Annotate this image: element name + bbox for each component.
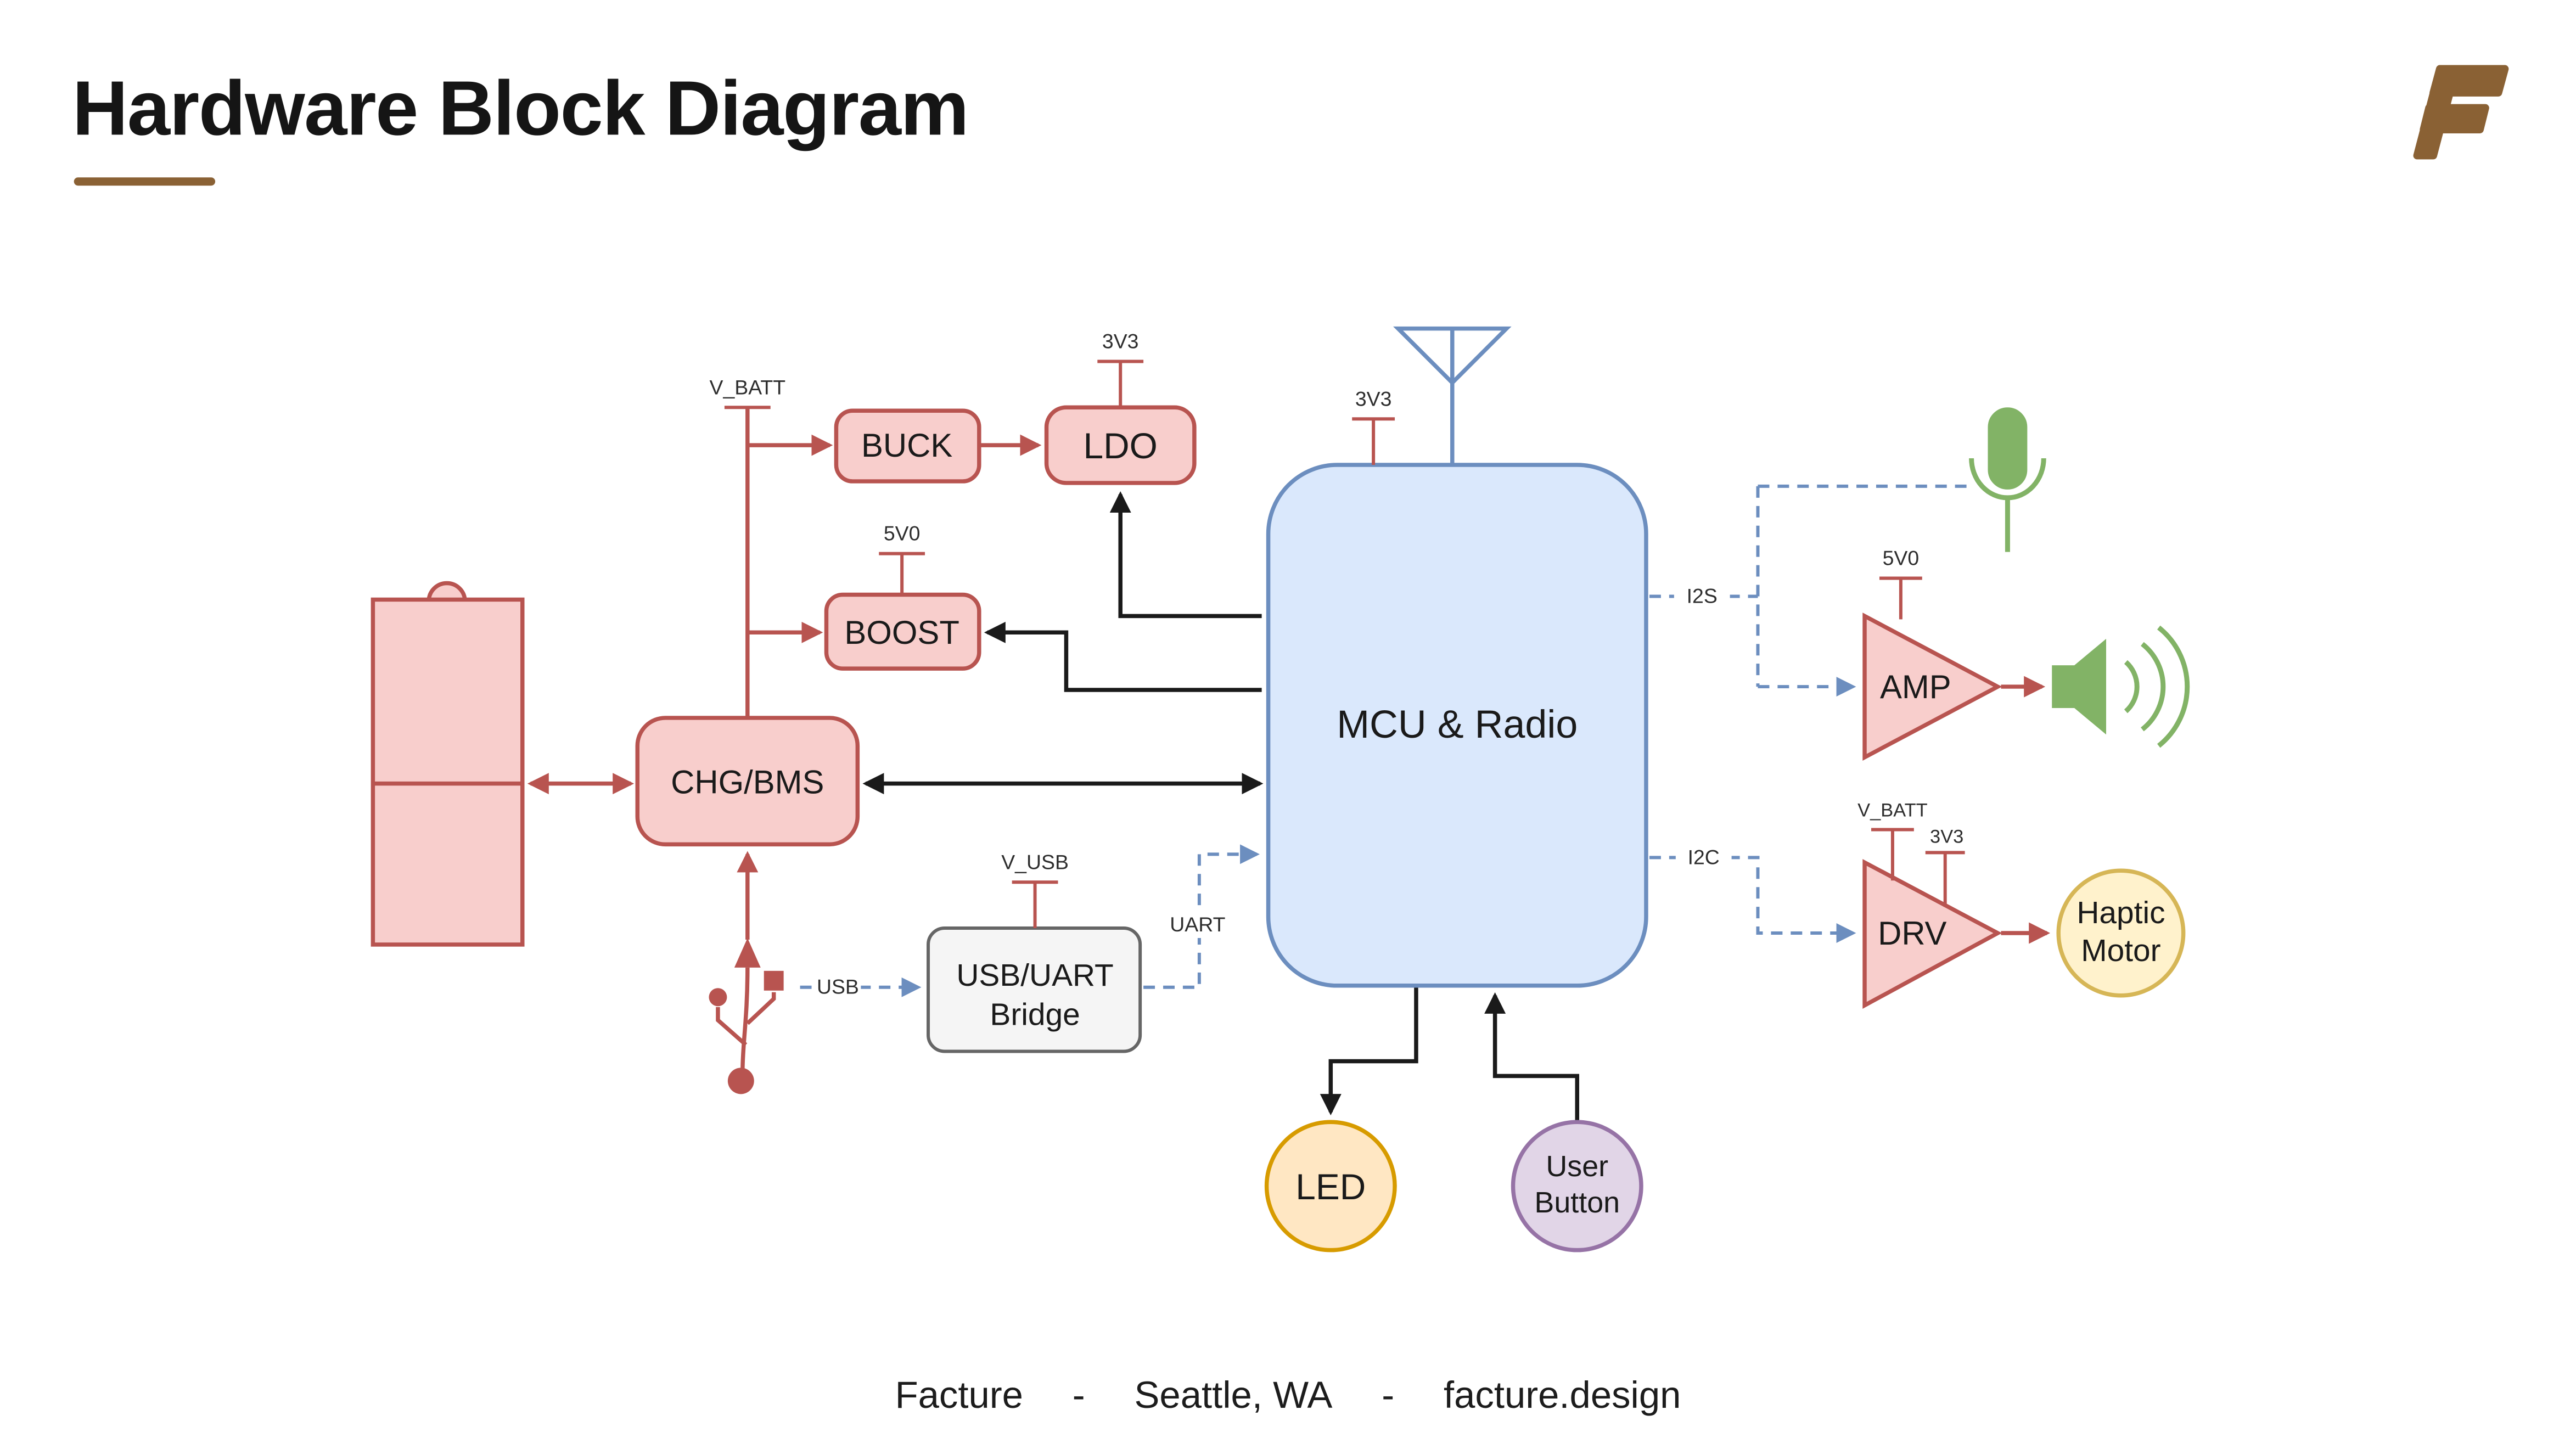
haptic-label-line2: Motor — [2081, 934, 2160, 968]
haptic-motor-block — [2056, 868, 2186, 998]
user-button-label-line2: Button — [1534, 1186, 1620, 1219]
microphone-icon — [1969, 407, 2046, 552]
vusb-flag-label: V_USB — [1001, 850, 1069, 873]
led-label: LED — [1295, 1166, 1366, 1207]
facture-logo-icon — [2413, 65, 2509, 160]
i2c-bus-label: I2C — [1688, 845, 1720, 868]
amp-5v0-flag-label: 5V0 — [1883, 547, 1920, 570]
usb-uart-bridge-block — [927, 880, 1142, 1053]
footer-location: Seattle, WA — [1134, 1373, 1333, 1416]
footer-company: Facture — [895, 1373, 1023, 1416]
chg-bms-label: CHG/BMS — [671, 764, 824, 801]
i2s-bus-label: I2S — [1687, 584, 1718, 607]
boost-block — [824, 552, 981, 671]
mcu-ldo-wire — [1109, 491, 1262, 619]
speaker-icon — [2052, 625, 2190, 748]
led-block — [1264, 1120, 1397, 1253]
drv-label: DRV — [1878, 915, 1946, 952]
amp-block — [1862, 576, 2046, 761]
drv-block — [1862, 828, 2051, 1009]
title-underline — [74, 177, 216, 186]
drv-vbatt-flag-label: V_BATT — [1857, 800, 1927, 821]
ldo-3v3-flag-label: 3V3 — [1102, 330, 1139, 353]
vbatt-rail — [724, 406, 833, 718]
battery-block — [371, 581, 525, 947]
usb-uart-bridge-label-line2: Bridge — [990, 998, 1080, 1032]
footer-website: facture.design — [1443, 1373, 1681, 1416]
page-title: Hardware Block Diagram — [72, 64, 969, 151]
drv-3v3-flag-label: 3V3 — [1930, 826, 1963, 847]
mcu-block — [1266, 326, 1648, 988]
haptic-label-line1: Haptic — [2076, 896, 2165, 930]
mcu-label: MCU & Radio — [1337, 703, 1578, 746]
ldo-block — [1044, 360, 1197, 485]
buck-block — [834, 408, 981, 484]
boost-label: BOOST — [844, 614, 959, 651]
i2s-bus-line — [1649, 484, 1972, 697]
user-button-label-line1: User — [1546, 1150, 1608, 1183]
amp-label: AMP — [1880, 669, 1951, 705]
usb-bus-line — [800, 972, 922, 1001]
usb-bus-label: USB — [817, 975, 859, 998]
i2c-bus-line — [1649, 843, 1856, 943]
chg-bms-block — [635, 716, 860, 847]
usb-connector-icon — [709, 937, 784, 1094]
mcu-3v3-flag-label: 3V3 — [1355, 387, 1392, 410]
user-button-block — [1511, 1120, 1643, 1253]
button-mcu-wire — [1484, 992, 1580, 1121]
mcu-boost-wire — [984, 621, 1262, 692]
footer: Facture - Seattle, WA - facture.design — [0, 1373, 2576, 1418]
ldo-label: LDO — [1084, 425, 1158, 466]
footer-separator: - — [1382, 1373, 1395, 1416]
boost-5v0-flag-label: 5V0 — [884, 522, 921, 545]
usb-uart-bridge-label-line1: USB/UART — [956, 958, 1113, 993]
vbatt-flag-label: V_BATT — [710, 375, 786, 398]
uart-bus-label: UART — [1170, 913, 1225, 936]
footer-separator: - — [1072, 1373, 1085, 1416]
mcu-led-wire — [1320, 987, 1418, 1116]
buck-label: BUCK — [861, 427, 952, 464]
uart-bus-line — [1143, 844, 1260, 989]
